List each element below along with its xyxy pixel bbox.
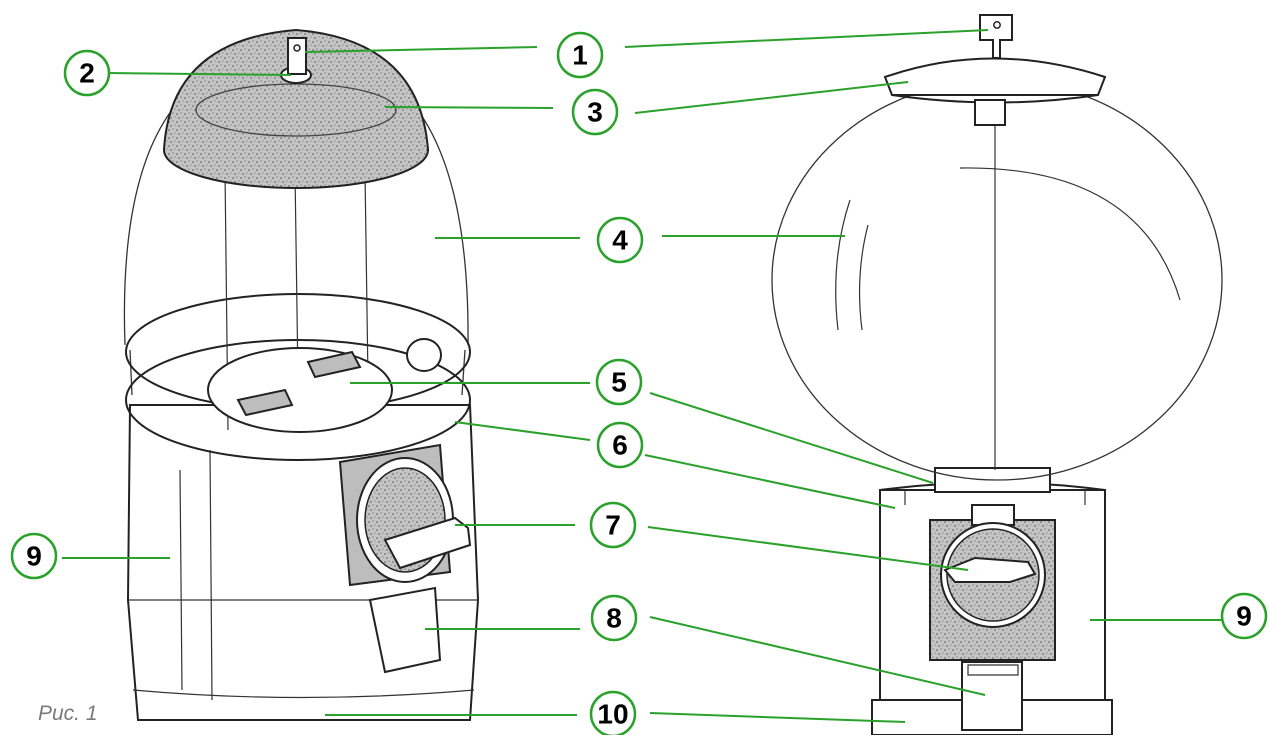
left-feed-wheel — [207, 338, 442, 433]
right-glass-globe — [771, 79, 1223, 481]
callout-label: 6 — [612, 430, 628, 461]
callout-2: 2 — [63, 49, 111, 97]
leader-3-right — [634, 81, 909, 114]
leader-8-right — [649, 616, 986, 696]
left-gum-chute-door — [368, 586, 442, 674]
callout-label: 8 — [606, 603, 622, 634]
leader-1-right — [624, 29, 989, 48]
leader-6-right — [644, 454, 896, 509]
right-coin-mechanism — [929, 504, 1056, 731]
leader-lines — [62, 29, 1222, 723]
callout-label: 2 — [79, 58, 95, 89]
callout-4: 4 — [596, 216, 644, 264]
callout-9-left: 9 — [10, 532, 58, 580]
callout-8: 8 — [590, 594, 638, 642]
callout-1: 1 — [556, 31, 604, 79]
callout-label: 4 — [612, 225, 628, 256]
callout-10: 10 — [589, 690, 637, 735]
leader-7-right — [647, 526, 969, 571]
leader-10-right — [649, 712, 906, 723]
left-coin-mechanism — [338, 443, 472, 674]
leader-2 — [107, 72, 292, 76]
right-crank-handle — [943, 556, 1037, 583]
callout-label: 1 — [572, 40, 588, 71]
right-gum-chute-door — [961, 661, 1023, 731]
callout-label: 3 — [587, 97, 603, 128]
figure-caption: Рис. 1 — [38, 702, 98, 725]
left-key — [287, 37, 307, 75]
right-lid — [883, 14, 1107, 126]
callout-3: 3 — [571, 88, 619, 136]
callout-label: 10 — [597, 699, 628, 730]
leader-5-right — [649, 392, 934, 484]
leader-3-left — [384, 106, 554, 109]
right-key — [979, 14, 1013, 59]
callout-7: 7 — [589, 501, 637, 549]
leader-1-left — [304, 46, 538, 53]
leader-6-left — [454, 421, 591, 441]
callout-label: 5 — [611, 367, 627, 398]
callout-label: 7 — [605, 510, 621, 541]
callout-9-right: 9 — [1220, 592, 1268, 640]
callout-5: 5 — [595, 358, 643, 406]
callout-label: 9 — [1236, 601, 1252, 632]
callout-label: 9 — [26, 541, 42, 572]
right-gumball-machine-drawing — [771, 14, 1223, 735]
left-crank-handle — [383, 516, 472, 570]
left-lid — [163, 28, 429, 189]
callout-6: 6 — [596, 421, 644, 469]
left-gumball-machine-drawing — [123, 28, 480, 721]
